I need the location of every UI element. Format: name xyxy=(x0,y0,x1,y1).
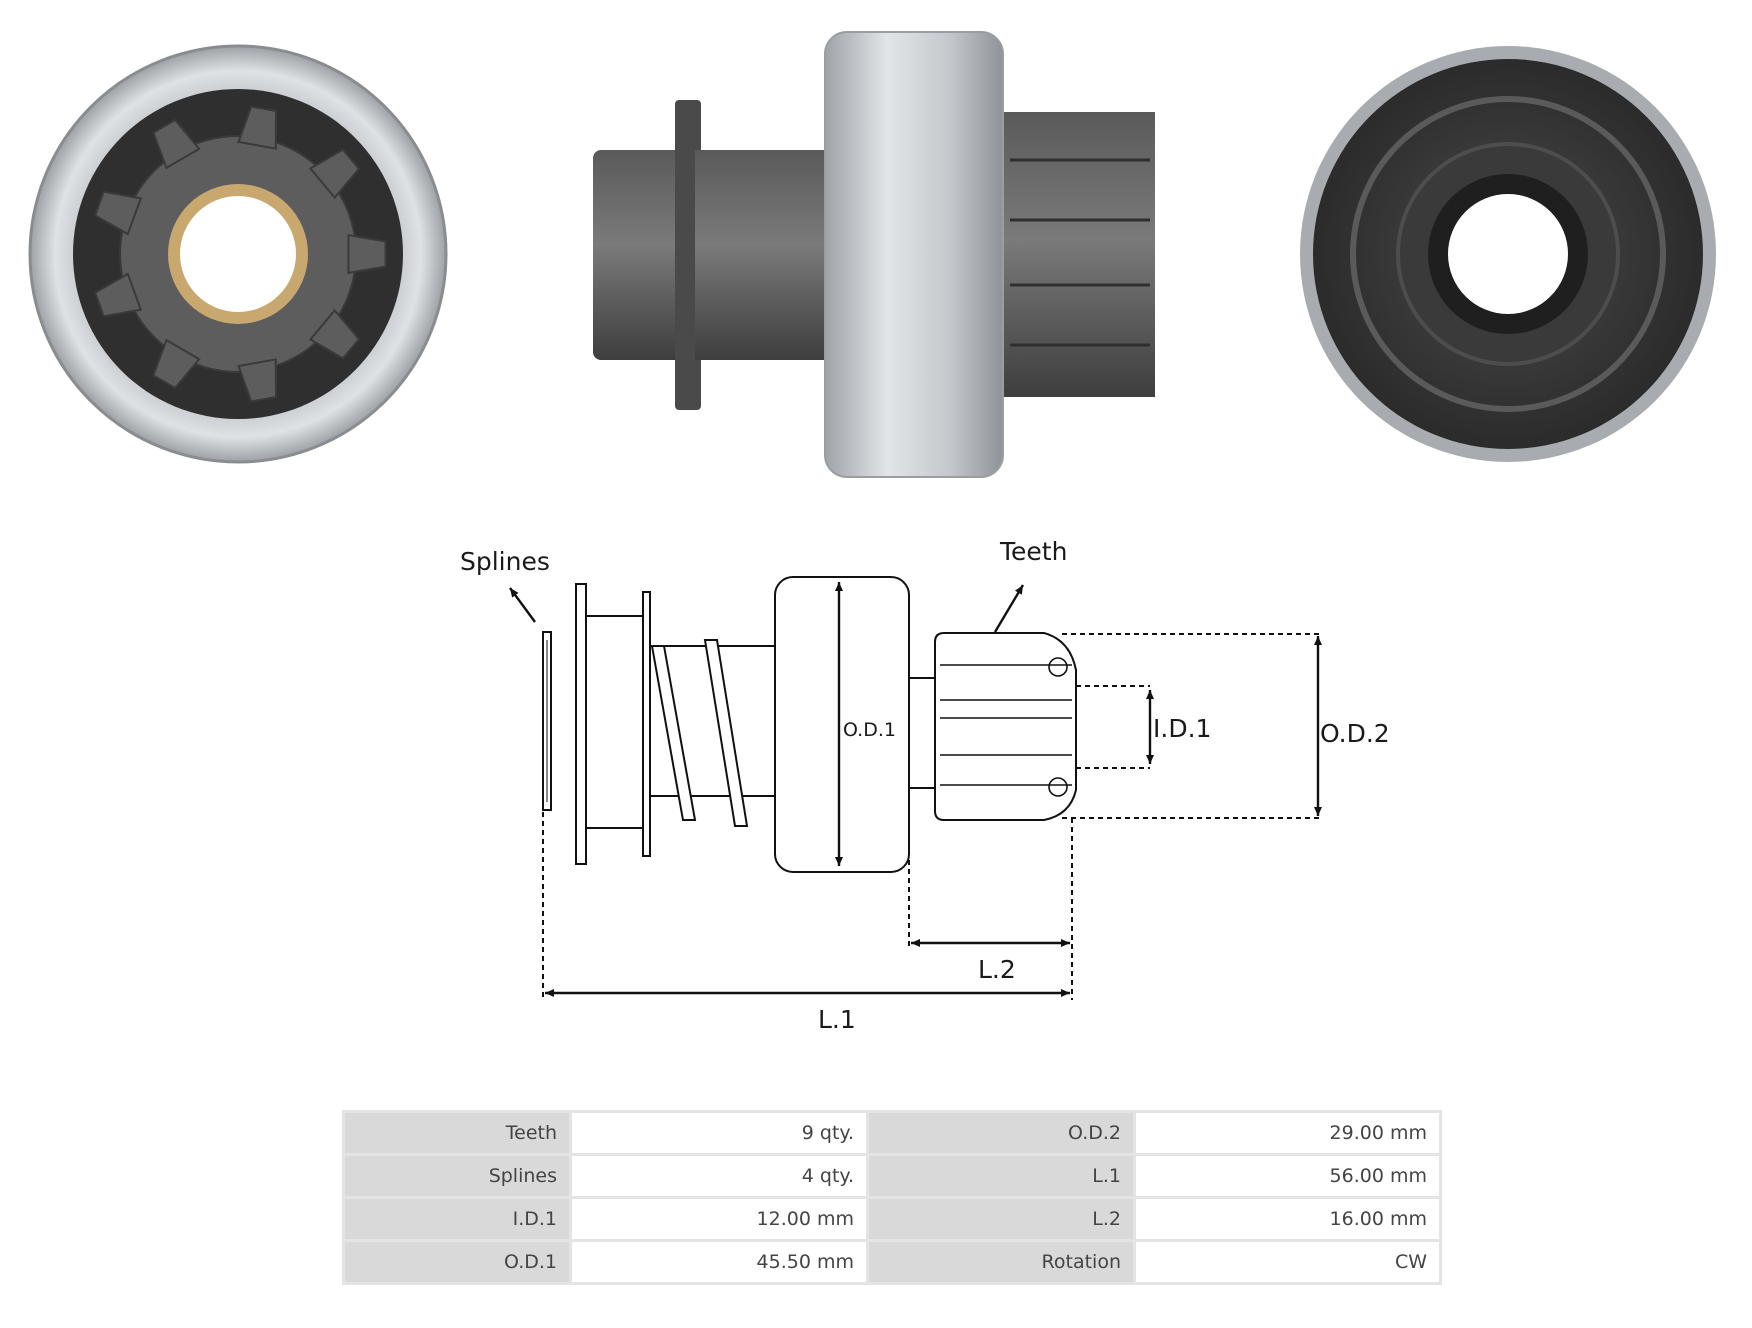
flange-shape xyxy=(575,583,587,865)
splines-label: Splines xyxy=(460,547,550,576)
gear-tooth xyxy=(237,358,278,403)
spec-value: 12.00 mm xyxy=(572,1199,866,1239)
spec-value: 16.00 mm xyxy=(1136,1199,1439,1239)
od1-label: O.D.1 xyxy=(843,719,896,741)
gear-tooth xyxy=(237,105,278,150)
splines-leader xyxy=(509,587,536,623)
spec-key: O.D.1 xyxy=(345,1242,569,1282)
spec-key: I.D.1 xyxy=(345,1199,569,1239)
spec-value: 9 qty. xyxy=(572,1113,866,1153)
gear-tooth xyxy=(152,338,201,390)
l2-label: L.2 xyxy=(978,955,1016,984)
spec-value: 4 qty. xyxy=(572,1156,866,1196)
spec-value: 45.50 mm xyxy=(572,1242,866,1282)
spec-value: 56.00 mm xyxy=(1136,1156,1439,1196)
dimension-drawing: Splines Teeth O.D.1 I.D.1 O.D.2 L.2 L.1 xyxy=(460,537,1390,1034)
spec-key: Rotation xyxy=(869,1242,1133,1282)
table-row: Teeth 9 qty. O.D.2 29.00 mm xyxy=(345,1113,1439,1153)
gear-tooth xyxy=(93,272,143,318)
specs-table: Teeth 9 qty. O.D.2 29.00 mm Splines 4 qt… xyxy=(342,1110,1442,1285)
product-photos xyxy=(28,31,1716,478)
pinion-gear-icon xyxy=(93,105,387,403)
gear-tooth xyxy=(93,190,143,236)
table-row: I.D.1 12.00 mm L.2 16.00 mm xyxy=(345,1199,1439,1239)
teeth-leader xyxy=(993,584,1025,633)
front-view-photo xyxy=(28,44,448,464)
spec-key: Teeth xyxy=(345,1113,569,1153)
spec-key: O.D.2 xyxy=(869,1113,1133,1153)
gear-tooth xyxy=(308,308,361,360)
teeth-label: Teeth xyxy=(999,537,1067,566)
side-view-photo xyxy=(593,31,1155,478)
spec-value: 29.00 mm xyxy=(1136,1113,1439,1153)
rear-view-photo xyxy=(1300,46,1716,462)
spec-key: Splines xyxy=(345,1156,569,1196)
pinion-shape xyxy=(934,632,1077,821)
id1-label: I.D.1 xyxy=(1153,714,1211,743)
gear-tooth xyxy=(152,118,201,170)
spec-key: L.2 xyxy=(869,1199,1133,1239)
spec-value: CW xyxy=(1136,1242,1439,1282)
od2-label: O.D.2 xyxy=(1320,719,1390,748)
gear-tooth xyxy=(347,233,387,275)
table-row: O.D.1 45.50 mm Rotation CW xyxy=(345,1242,1439,1282)
table-row: Splines 4 qty. L.1 56.00 mm xyxy=(345,1156,1439,1196)
l1-label: L.1 xyxy=(818,1005,856,1034)
spec-key: L.1 xyxy=(869,1156,1133,1196)
gear-tooth xyxy=(308,148,361,200)
